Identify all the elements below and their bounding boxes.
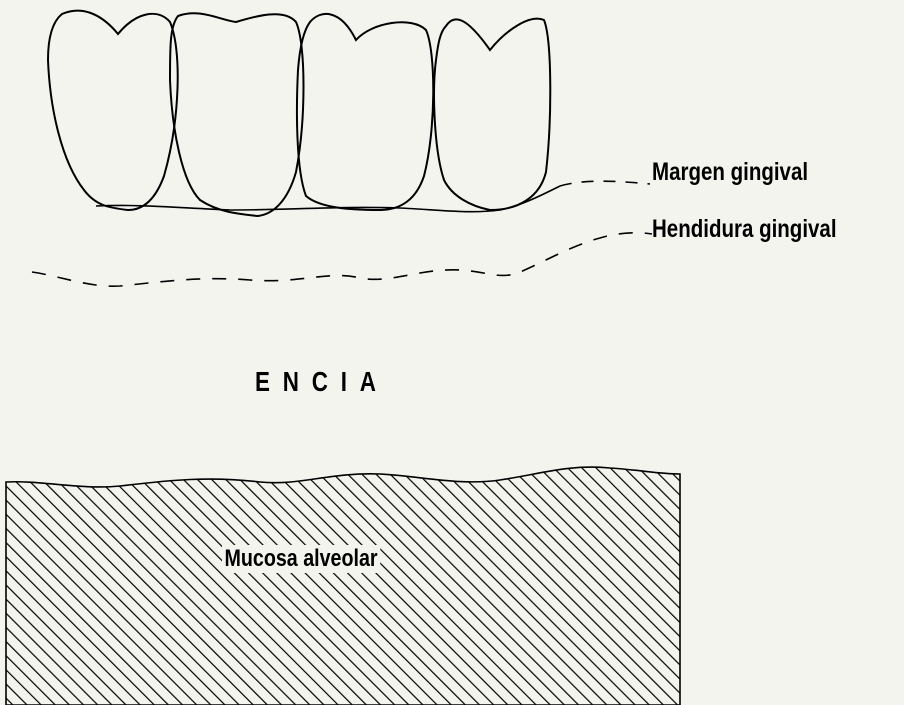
tooth-4	[434, 19, 550, 210]
margin-line	[96, 186, 560, 212]
margin-line-dashed	[560, 181, 650, 186]
margen-gingival-label: Margen gingival	[652, 158, 808, 187]
hendidura-gingival-label: Hendidura gingival	[652, 215, 837, 244]
sulcus-line	[32, 233, 652, 286]
teeth	[48, 11, 550, 216]
tooth-1	[48, 11, 178, 210]
encia-label: ENCIA	[255, 366, 389, 398]
tooth-3	[297, 14, 433, 210]
tooth-2	[170, 13, 304, 216]
mucosa-alveolar-label: Mucosa alveolar	[222, 545, 380, 573]
alveolar-mucosa-region	[6, 467, 680, 705]
